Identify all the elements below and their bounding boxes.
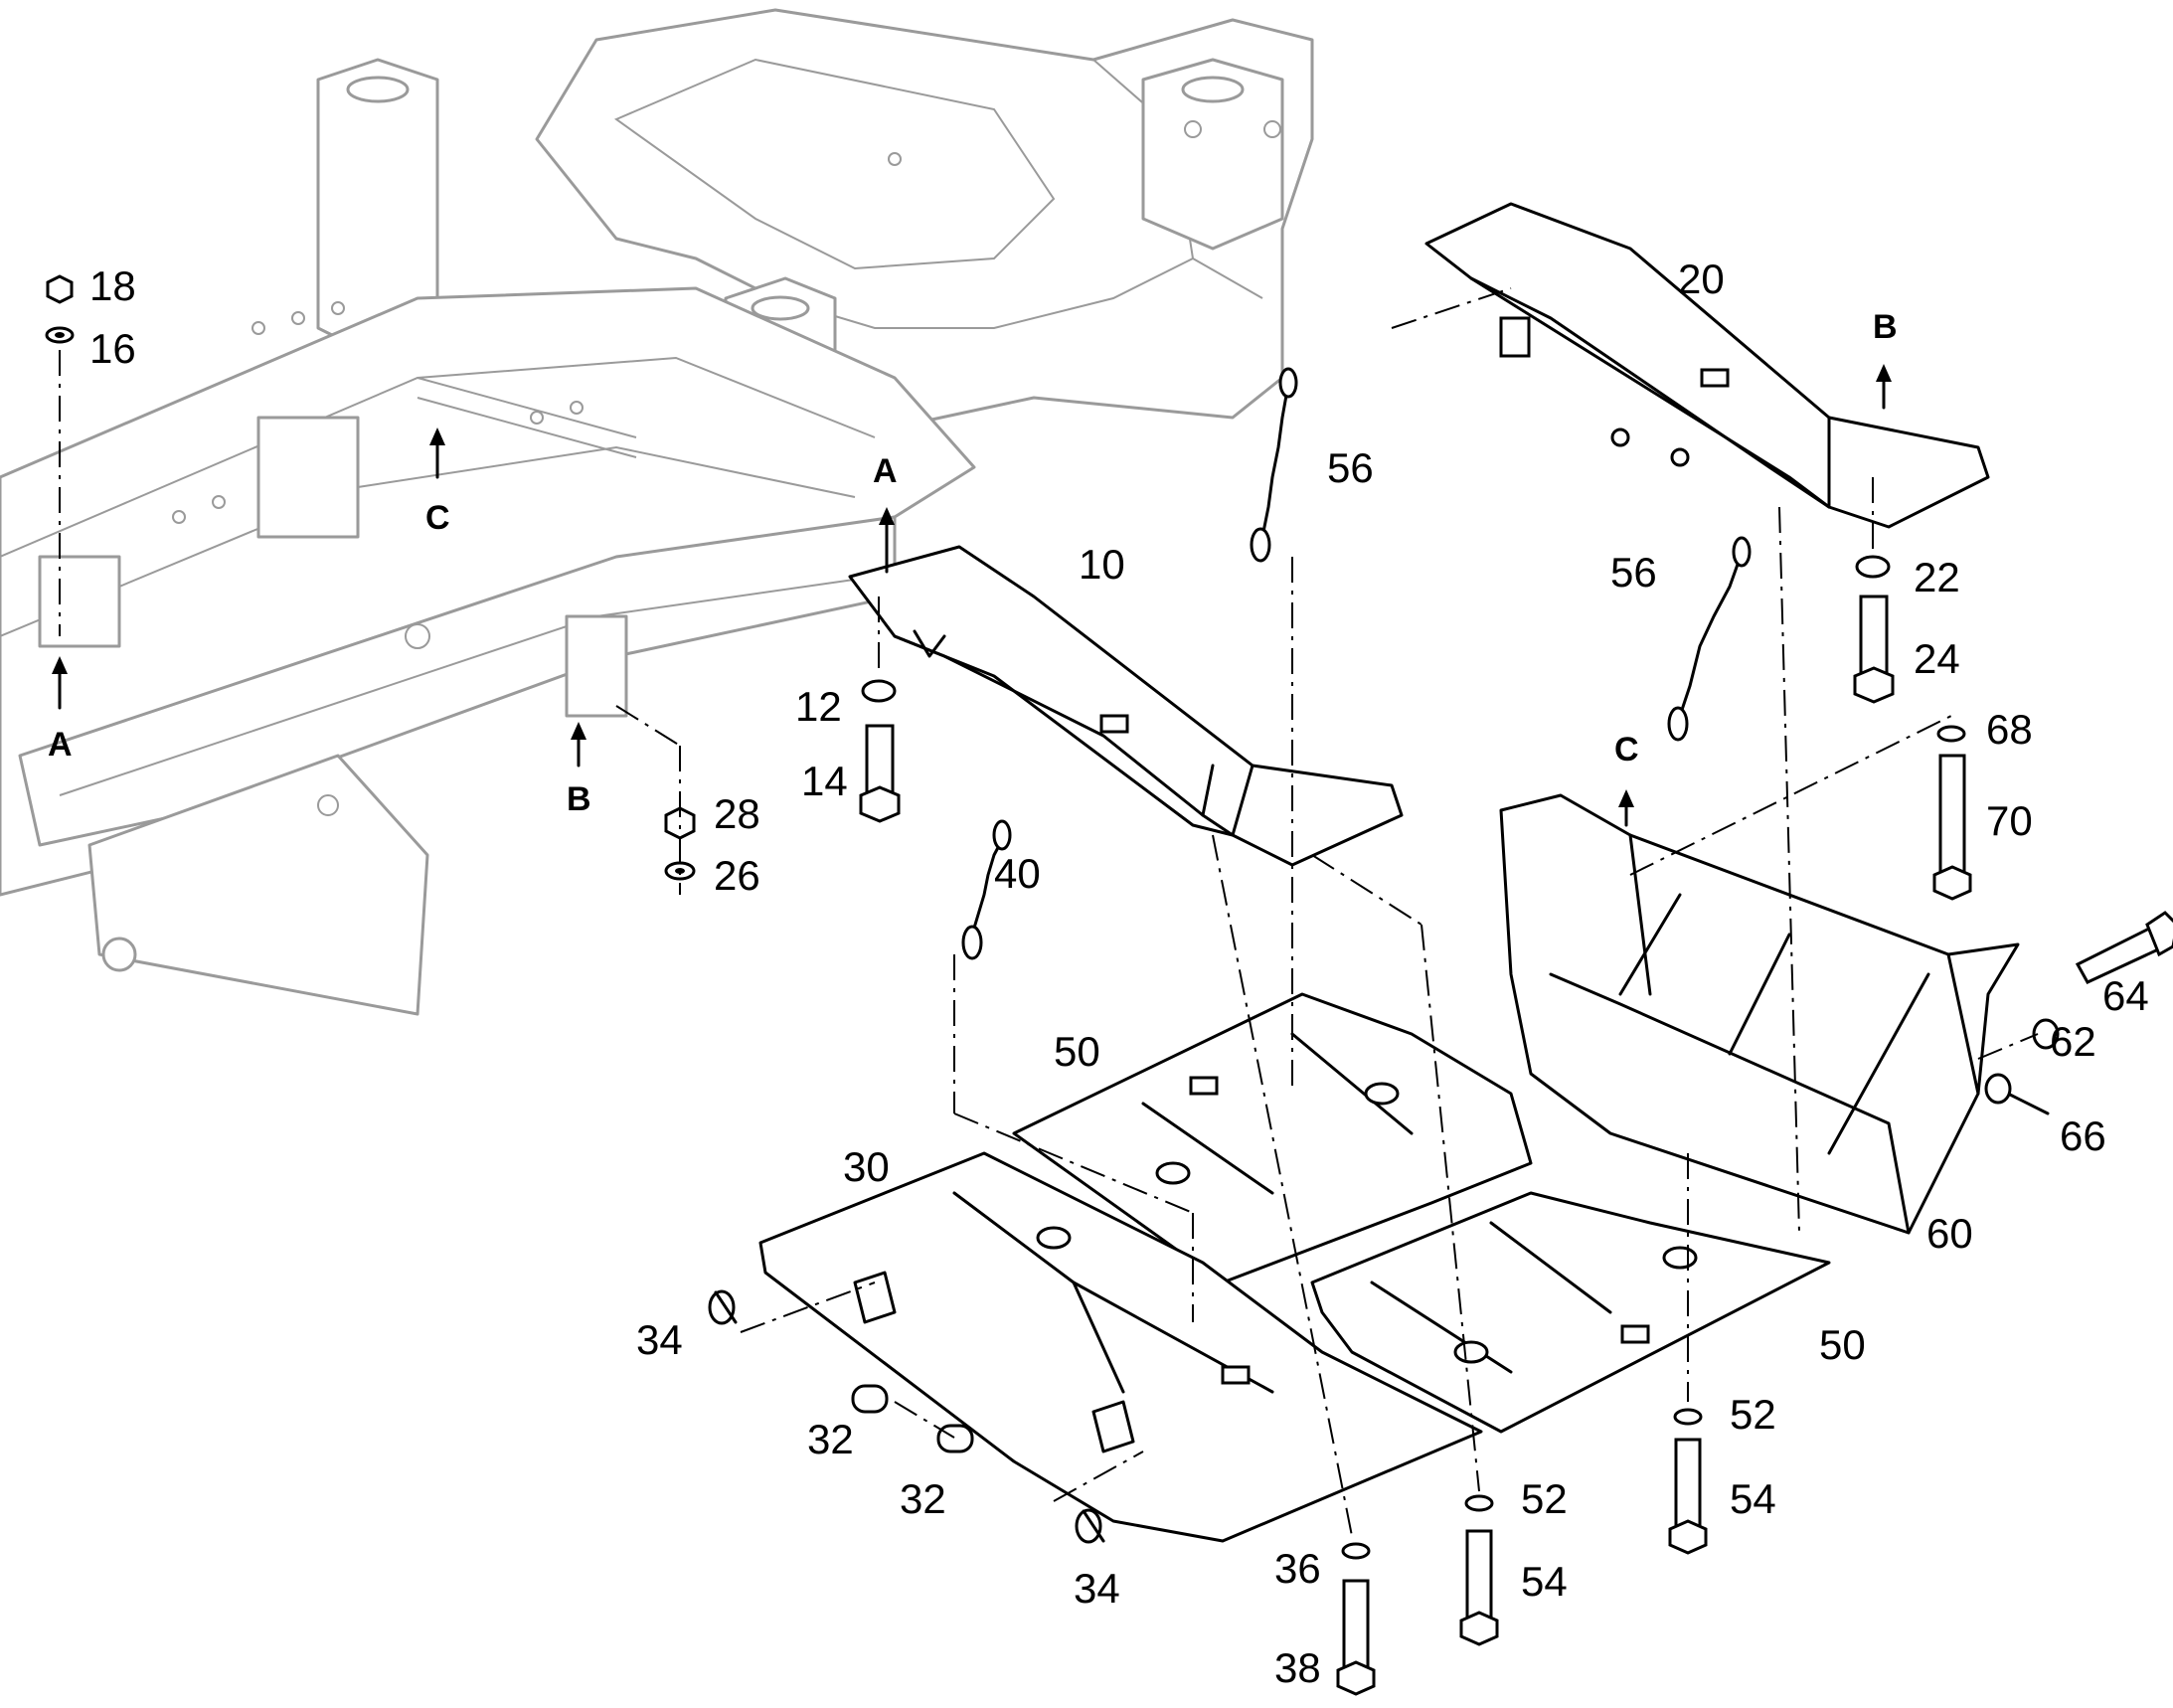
label-54-right: 54 bbox=[1730, 1475, 1776, 1522]
label-30: 30 bbox=[843, 1143, 890, 1190]
label-16: 16 bbox=[89, 325, 136, 372]
label-20: 20 bbox=[1678, 256, 1725, 302]
label-52-center: 52 bbox=[1521, 1475, 1568, 1522]
ref-letter-c-frame: C bbox=[425, 499, 450, 537]
label-50-upper: 50 bbox=[1054, 1028, 1100, 1075]
label-70: 70 bbox=[1986, 797, 2033, 844]
label-32-upper: 32 bbox=[807, 1416, 854, 1462]
label-38: 38 bbox=[1274, 1644, 1321, 1691]
label-60: 60 bbox=[1926, 1210, 1973, 1257]
label-52-right: 52 bbox=[1730, 1391, 1776, 1438]
label-36: 36 bbox=[1274, 1545, 1321, 1592]
hardware bbox=[45, 274, 2173, 1696]
label-64: 64 bbox=[2102, 972, 2149, 1019]
assembly-center-lines bbox=[59, 287, 2039, 1537]
label-34-left: 34 bbox=[636, 1316, 683, 1363]
label-62: 62 bbox=[2050, 1018, 2096, 1065]
ref-letter-b-part: B bbox=[1873, 308, 1898, 346]
part-30-left-skid-plate bbox=[758, 1151, 1483, 1543]
reference-letters: A A B B C C bbox=[48, 308, 1898, 818]
label-18: 18 bbox=[89, 262, 136, 309]
label-50-lower: 50 bbox=[1819, 1321, 1866, 1368]
lanyard-chains bbox=[961, 367, 1752, 960]
label-68: 68 bbox=[1986, 706, 2033, 753]
label-40: 40 bbox=[994, 850, 1041, 897]
ref-letter-a-part: A bbox=[873, 452, 898, 490]
part-20-rear-shield bbox=[1424, 202, 1990, 529]
part-10-front-shield bbox=[848, 545, 1404, 867]
vehicle-frame bbox=[0, 8, 1314, 1016]
reference-arrows bbox=[52, 364, 1892, 827]
ref-letter-a-frame: A bbox=[48, 726, 73, 764]
label-56-upper: 56 bbox=[1327, 444, 1374, 491]
label-26: 26 bbox=[714, 852, 760, 899]
label-56-lower: 56 bbox=[1610, 549, 1657, 596]
label-10: 10 bbox=[1079, 541, 1125, 588]
ref-letter-b-frame: B bbox=[567, 780, 591, 818]
label-66: 66 bbox=[2060, 1112, 2106, 1159]
label-14: 14 bbox=[801, 758, 848, 804]
label-32-lower: 32 bbox=[900, 1475, 946, 1522]
label-54-center: 54 bbox=[1521, 1558, 1568, 1605]
label-12: 12 bbox=[795, 683, 842, 730]
label-22: 22 bbox=[1914, 554, 1960, 600]
label-28: 28 bbox=[714, 790, 760, 837]
part-labels: 18 16 10 12 14 28 26 40 20 56 56 22 24 6… bbox=[89, 256, 2149, 1691]
label-24: 24 bbox=[1914, 635, 1960, 682]
label-34-bottom: 34 bbox=[1074, 1565, 1120, 1612]
ref-letter-c-part: C bbox=[1614, 731, 1639, 769]
part-60-rear-deflector bbox=[1499, 793, 2020, 1235]
